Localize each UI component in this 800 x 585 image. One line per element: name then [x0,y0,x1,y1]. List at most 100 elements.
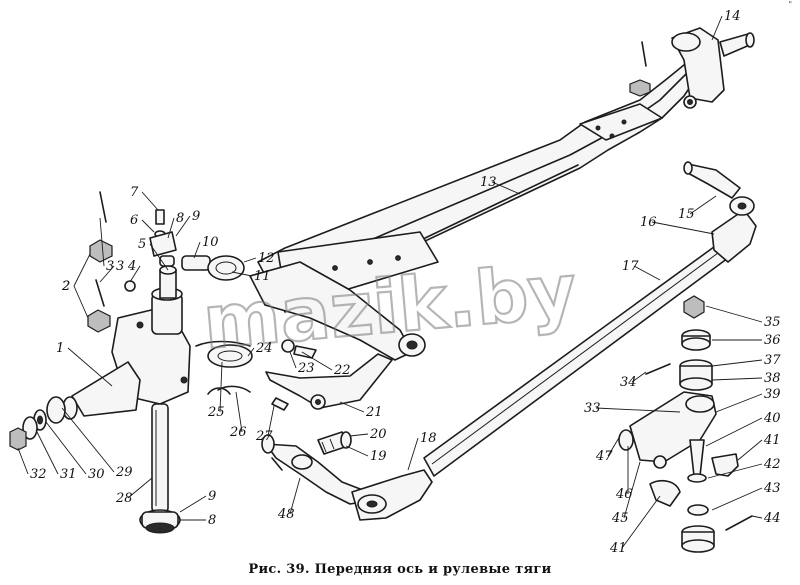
callout-leader [705,305,763,323]
callout-leader [17,447,29,475]
part-number-label: 43 [763,481,781,496]
callout-leader [651,221,715,235]
cross-tie-rod [351,196,757,521]
callout-19: 19 [345,445,387,464]
callout-leader [711,15,723,41]
callout-leader [231,271,253,277]
callout-leader [289,351,297,369]
callout-leader [407,437,419,471]
part-number-label: 42 [763,457,781,472]
part-number-label: 16 [640,215,657,230]
callout-leader [35,429,59,475]
figure-caption: Рис. 39. Передняя ось и рулевые тяги [248,562,552,577]
callout-10: 10 [193,235,219,259]
part-number-label: 21 [365,405,383,420]
callout-leader [219,361,223,413]
hub-washers-and-nuts [9,396,66,451]
callout-leader [99,217,105,267]
part-number-label: 47 [595,449,613,464]
part-number-label: 19 [370,449,387,464]
callout-12: 12 [243,251,275,266]
callout-leader [247,347,255,357]
callout-leader [45,421,87,475]
callout-13: 13 [480,175,521,195]
part-number-label: 9 [192,209,200,224]
part-number-label: 3 [106,259,114,274]
callout-9b: 9 [179,489,216,513]
part-number-label: 36 [764,333,781,348]
steering-lever [281,339,317,359]
callout-23: 23 [289,351,315,376]
top-pin-and-nut [629,41,651,97]
part-number-label: 2 [61,279,70,294]
callout-leader [711,487,763,511]
callout-16: 16 [640,215,715,235]
callout-8a: 8 [167,211,184,239]
callout-leader [705,417,763,447]
callout-leader [67,347,113,387]
callout-leader [73,253,91,287]
callout-27: 27 [255,405,275,444]
part-number-label: 22 [333,363,351,378]
callout-leader [621,495,661,549]
part-number-label: 30 [88,467,105,482]
callout-22: 22 [301,351,351,378]
callout-41b: 41 [609,495,661,556]
callout-39: 39 [715,387,781,413]
part-number-label: 5 [138,237,146,252]
callout-2a: 2 [61,253,91,294]
part-number-label: 10 [202,235,219,250]
callout-47: 47 [595,435,621,464]
callout-leader [141,219,155,233]
callout-45: 45 [611,461,641,526]
callout-leader [289,477,301,515]
callout-leader [715,393,763,413]
callout-17: 17 [622,259,661,281]
callout-leader [339,401,365,413]
callout-29: 29 [61,407,133,480]
callout-33: 33 [584,401,681,416]
callout-41a: 41 [737,433,781,461]
callout-32: 32 [17,447,47,482]
part-number-label: 41 [763,433,781,448]
callout-18: 18 [407,431,437,471]
part-number-label: 2 [61,279,70,294]
callout-42: 42 [707,457,781,479]
ball-pin-right [683,161,741,199]
part-number-label: 38 [764,371,781,386]
callout-2b: 2 [61,279,89,319]
callout-25: 25 [207,361,225,420]
callout-leader [711,377,763,381]
part-number-label: 1 [56,341,64,356]
callout-48: 48 [277,477,301,522]
callout-1: 1 [56,341,113,387]
bushings [181,255,245,281]
part-number-label: 31 [60,467,77,482]
part-number-label: 35 [764,315,781,330]
callout-leader [689,195,717,215]
part-number-label: 6 [130,213,138,228]
callout-44: 44 [751,511,781,526]
callout-leader [99,265,115,283]
key [271,397,289,471]
part-number-label: 8 [208,513,216,528]
callout-leader [175,215,191,237]
callout-11: 11 [231,269,271,284]
callout-6: 6 [130,213,155,233]
part-number-label: 48 [277,507,295,522]
callout-9a: 9 [175,209,200,237]
callout-31: 31 [35,429,77,482]
part-number-label: 9 [208,489,216,504]
callout-leader [193,241,201,259]
callout-3b: 3 [99,259,124,283]
right-steering-knuckle [671,27,755,109]
part-number-label: 14 [724,9,741,24]
callout-leader [167,217,175,239]
part-number-label: 7 [130,185,139,200]
part-number-label: 25 [207,405,225,420]
callout-leader [127,477,153,499]
part-number-label: 37 [764,353,781,368]
part-number-label: 29 [115,465,133,480]
